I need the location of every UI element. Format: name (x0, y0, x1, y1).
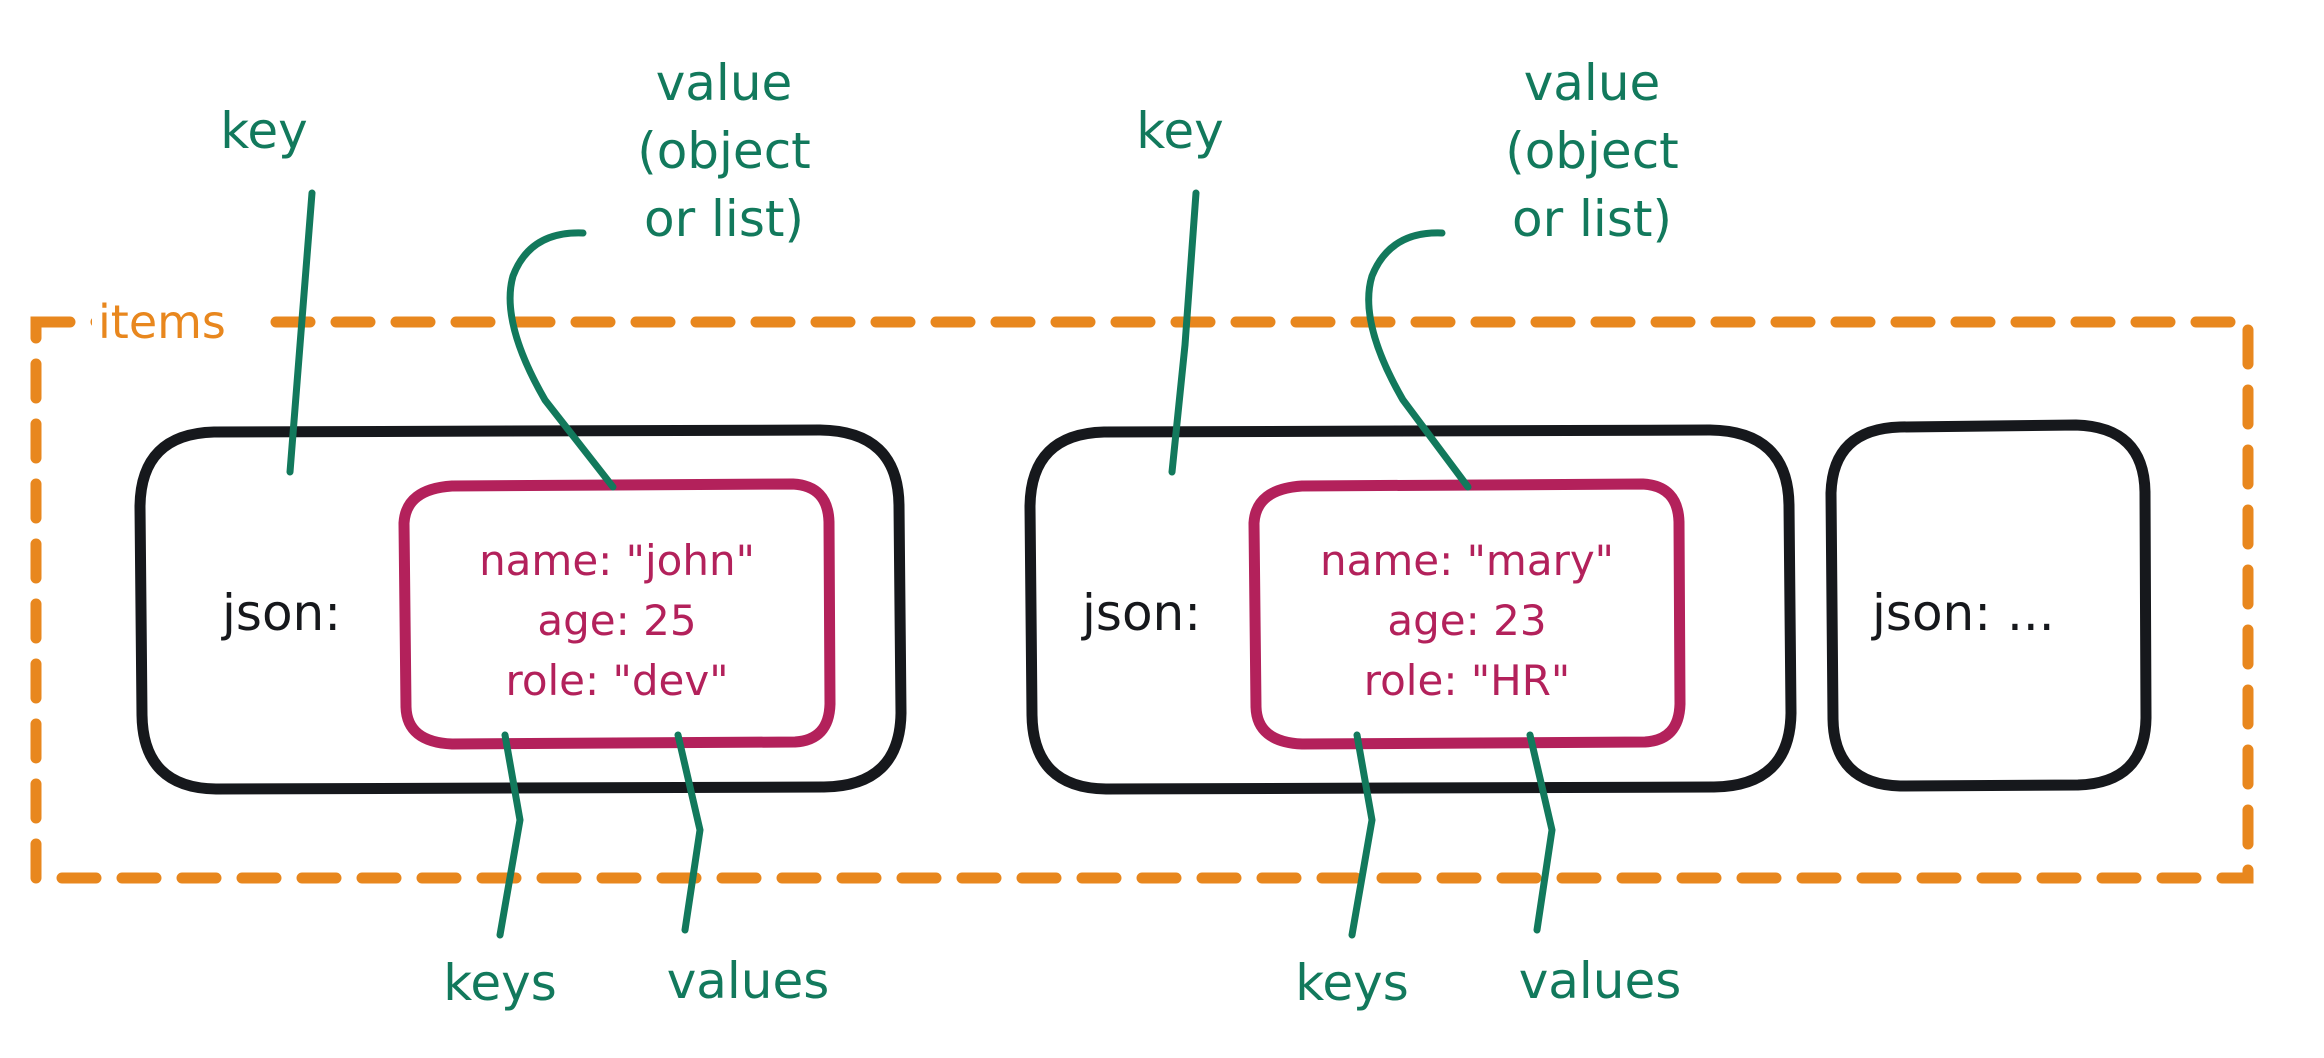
items-container-group (30, 296, 2254, 884)
json-card-1-line-3: role: "dev" (505, 656, 728, 705)
leader-values-2 (1526, 731, 1556, 934)
leader-values-1 (674, 731, 704, 934)
json-card-1-line-2: age: 25 (537, 596, 696, 645)
annotation-value-1-line2: (object (637, 122, 811, 180)
annotation-values-2: values (1519, 952, 1682, 1010)
json-card-3[interactable] (1825, 419, 2152, 792)
annotation-keys-2: keys (1295, 954, 1409, 1012)
annotation-value-1-line3: or list) (644, 190, 804, 248)
json-card-2-line-2: age: 23 (1387, 596, 1546, 645)
json-card-1-key-label: json: (221, 584, 341, 642)
annotation-keys-1: keys (443, 954, 557, 1012)
annotation-value-2-line1: value (1524, 54, 1661, 112)
leader-keys-2 (1348, 731, 1376, 939)
leader-key-2 (1168, 189, 1200, 476)
json-card-2-key-label: json: (1081, 584, 1201, 642)
items-label: items (98, 295, 226, 349)
items-label-mask (92, 296, 260, 348)
json-card-1[interactable] (134, 424, 907, 795)
leader-lines-group (286, 189, 1556, 939)
leader-value-2 (1365, 229, 1472, 491)
annotation-value-2-line2: (object (1505, 122, 1679, 180)
annotation-values-1: values (667, 952, 830, 1010)
json-card-1-line-1: name: "john" (479, 536, 755, 585)
json-card-3-key-label: json: ... (1871, 584, 2055, 642)
annotation-key-1: key (220, 102, 308, 160)
annotation-value-1-line1: value (656, 54, 793, 112)
json-card-2-value-box (1248, 478, 1686, 750)
json-card-2[interactable] (1024, 424, 1797, 795)
json-card-1-value-box (398, 478, 836, 750)
annotation-key-2: key (1136, 102, 1224, 160)
leader-keys-1 (496, 731, 524, 939)
leader-key-1 (286, 189, 316, 476)
json-card-3-outline (1825, 419, 2152, 792)
items-dashed-border (30, 316, 2254, 884)
leader-value-1 (506, 229, 617, 491)
json-card-2-line-3: role: "HR" (1364, 656, 1570, 705)
json-card-2-line-1: name: "mary" (1320, 536, 1614, 585)
annotation-value-2-line3: or list) (1512, 190, 1672, 248)
